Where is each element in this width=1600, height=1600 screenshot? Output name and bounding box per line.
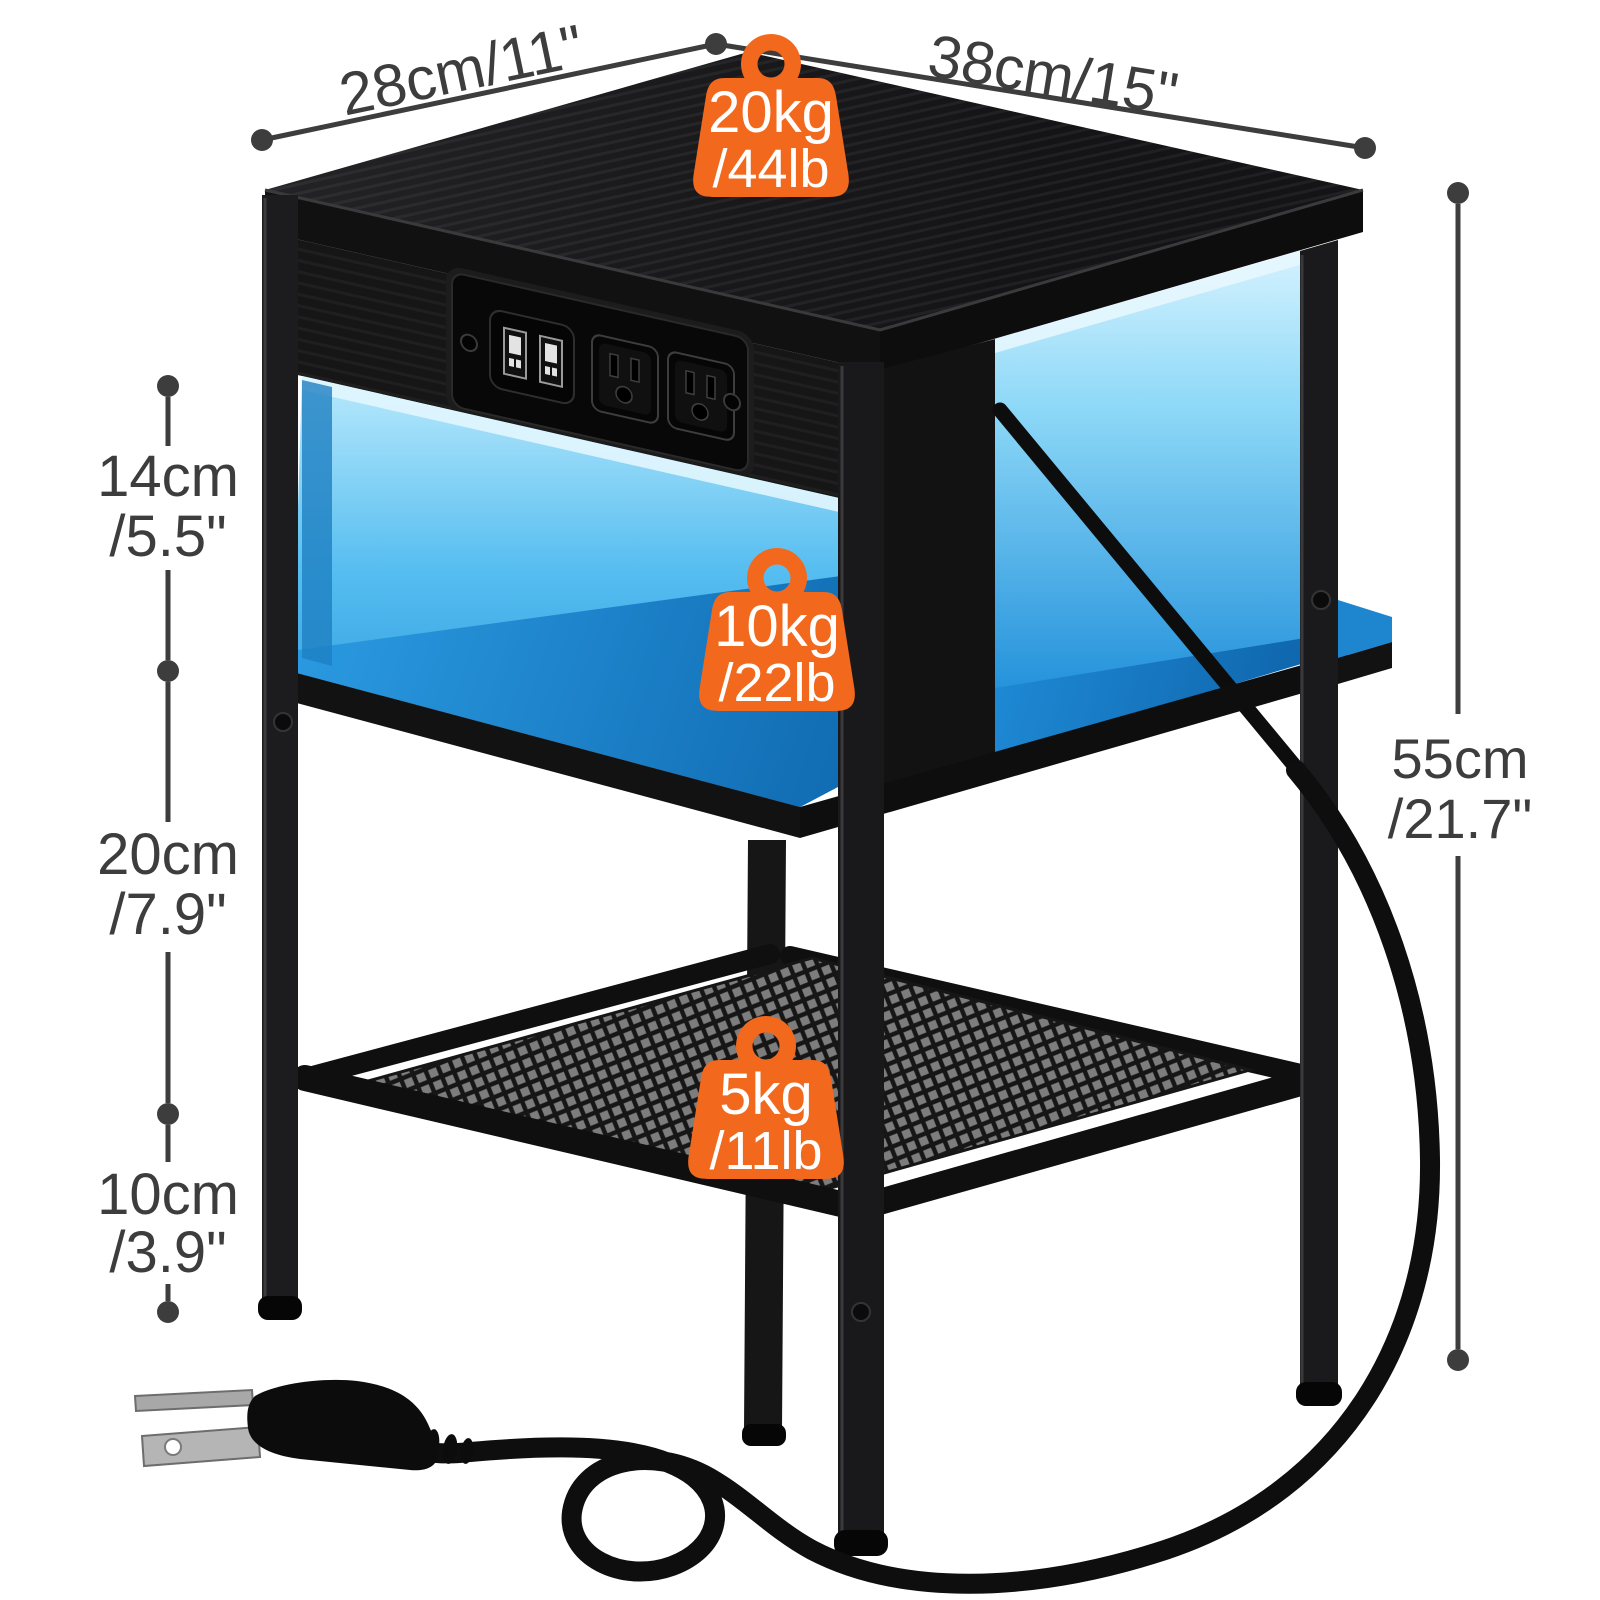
led-compartment-right <box>992 248 1348 778</box>
label-middle-height-cm: 20cm <box>97 822 239 887</box>
label-bottom-height-inch: /3.9" <box>109 1220 226 1285</box>
weight-capacity-bottom-icon: 5kg /11lb <box>688 1016 844 1181</box>
capacity-badges: 20kg /44lb 10kg /22lb 5kg /11lb <box>688 34 855 1181</box>
ac-outlet-icon <box>591 334 659 424</box>
power-cable-inside <box>992 402 1306 778</box>
led-strip-glow <box>302 376 870 519</box>
dimension-left-lines <box>157 375 179 1323</box>
label-compartment-height-cm: 14cm <box>97 444 239 509</box>
usb-ports <box>489 309 575 405</box>
mesh-front-bar <box>845 1065 1331 1221</box>
middle-shelf <box>293 600 1392 838</box>
nightstand <box>133 52 1441 1594</box>
label-bottom-height-cm: 10cm <box>97 1162 239 1227</box>
dimension-annotations <box>157 33 1469 1371</box>
leg-screw <box>1311 590 1331 610</box>
capacity-bottom-kg: 5kg <box>719 1062 813 1127</box>
left-leg <box>258 195 302 1320</box>
capacity-middle-kg: 10kg <box>714 594 840 659</box>
leg-foot <box>1296 1382 1342 1406</box>
leg-screw <box>273 712 293 732</box>
power-plug-icon <box>133 1379 474 1471</box>
capacity-top-kg: 20kg <box>708 80 834 145</box>
panel-screw-left <box>460 333 478 353</box>
usb-port-icon <box>503 326 527 380</box>
ac-outlet-icon <box>667 351 735 441</box>
dimension-height-line <box>1447 182 1469 1371</box>
leg-screw <box>851 1302 871 1322</box>
label-middle-height-inch: /7.9" <box>109 882 226 947</box>
dimension-top-width-line <box>715 41 1376 159</box>
leg-foot <box>258 1296 302 1320</box>
leg-foot <box>834 1530 888 1556</box>
weight-capacity-middle-icon: 10kg /22lb <box>699 548 855 713</box>
capacity-top-lb: /44lb <box>712 139 829 199</box>
panel-screw-right <box>723 392 741 412</box>
capacity-middle-lb: /22lb <box>718 653 835 713</box>
leg-foot <box>742 1424 786 1446</box>
dimension-top-depth-line <box>251 33 727 151</box>
capacity-bottom-lb: /11lb <box>709 1121 822 1181</box>
weight-capacity-top-icon: 20kg /44lb <box>693 34 849 199</box>
power-cord <box>133 760 1441 1594</box>
label-compartment-height-inch: /5.5" <box>109 504 226 569</box>
usb-port-icon <box>539 334 563 389</box>
led-strip-glow <box>995 248 1310 353</box>
mesh-front-bar <box>292 1065 871 1221</box>
label-total-height-inch: /21.7" <box>1388 787 1532 850</box>
charging-station <box>446 267 754 477</box>
front-leg <box>834 362 888 1556</box>
label-total-height-cm: 55cm <box>1392 727 1529 790</box>
